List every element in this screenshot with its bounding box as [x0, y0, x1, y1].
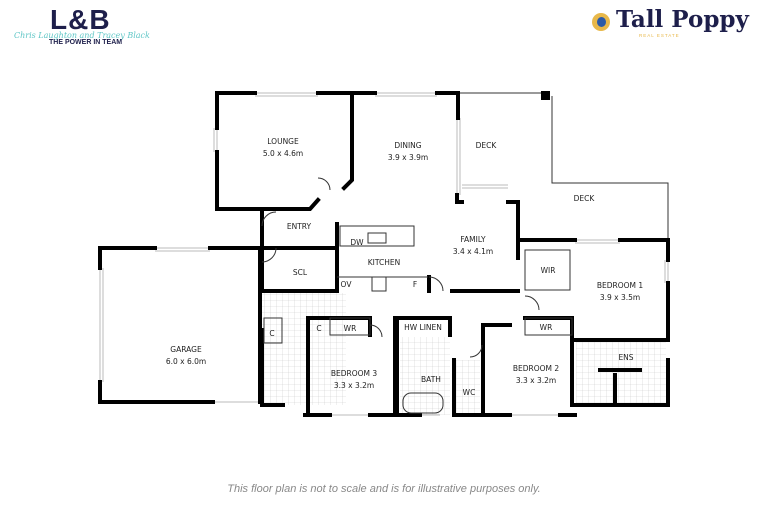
- label-fridge: F: [413, 280, 417, 289]
- lb-logo-mark: L&B: [50, 4, 111, 35]
- label-lounge: LOUNGE: [267, 137, 299, 146]
- label-scl: SCL: [293, 268, 308, 277]
- label-kitchen: KITCHEN: [368, 258, 401, 267]
- deck-outline: [458, 92, 669, 255]
- label-entry: ENTRY: [287, 222, 312, 231]
- label-deck: DECK: [574, 194, 596, 203]
- tall-poppy-name: Tall Poppy: [616, 6, 749, 33]
- label-cupboard: C: [269, 329, 274, 338]
- label-hw-linen: HW LINEN: [404, 323, 442, 332]
- size-lounge: 5.0 x 4.6m: [263, 149, 303, 158]
- lb-logo: L&B Chris Laughton and Tracey Black THE …: [14, 4, 164, 48]
- windows: [99, 92, 669, 416]
- size-dining: 3.9 x 3.9m: [388, 153, 428, 162]
- label-wardrobe: WR: [344, 324, 357, 333]
- walls: [98, 91, 670, 417]
- label-ensuite: ENS: [618, 353, 633, 362]
- tall-poppy-sub: REAL ESTATE: [639, 33, 680, 38]
- label-oven: OV: [341, 280, 353, 289]
- fixtures: [261, 177, 573, 414]
- label-wardrobe: WR: [540, 323, 553, 332]
- label-wir: WIR: [541, 266, 556, 275]
- tall-poppy-logo: Tall Poppy REAL ESTATE: [592, 6, 762, 42]
- size-bedroom-3: 3.3 x 3.2m: [334, 381, 374, 390]
- size-garage: 6.0 x 6.0m: [166, 357, 206, 366]
- label-bedroom-3: BEDROOM 3: [331, 369, 378, 378]
- deck-post: [541, 91, 550, 100]
- label-bedroom-1: BEDROOM 1: [597, 281, 644, 290]
- tiled-floors: [262, 293, 666, 415]
- disclaimer: This floor plan is not to scale and is f…: [227, 483, 541, 495]
- size-family: 3.4 x 4.1m: [453, 247, 493, 256]
- lb-logo-script: Chris Laughton and Tracey Black: [14, 31, 150, 40]
- label-wc: WC: [463, 388, 476, 397]
- label-deck: DECK: [476, 141, 498, 150]
- room-labels: LOUNGE 5.0 x 4.6m DINING 3.9 x 3.9m DECK…: [166, 137, 644, 397]
- label-dw: DW: [350, 238, 364, 247]
- poppy-icon: [592, 13, 610, 31]
- label-cupboard: C: [316, 324, 321, 333]
- label-garage: GARAGE: [170, 345, 202, 354]
- label-bedroom-2: BEDROOM 2: [513, 364, 560, 373]
- label-dining: DINING: [394, 141, 421, 150]
- lb-logo-tagline: THE POWER IN TEAM: [49, 39, 123, 46]
- label-bath: BATH: [421, 375, 441, 384]
- size-bedroom-2: 3.3 x 3.2m: [516, 376, 556, 385]
- size-bedroom-1: 3.9 x 3.5m: [600, 293, 640, 302]
- label-family: FAMILY: [460, 235, 486, 244]
